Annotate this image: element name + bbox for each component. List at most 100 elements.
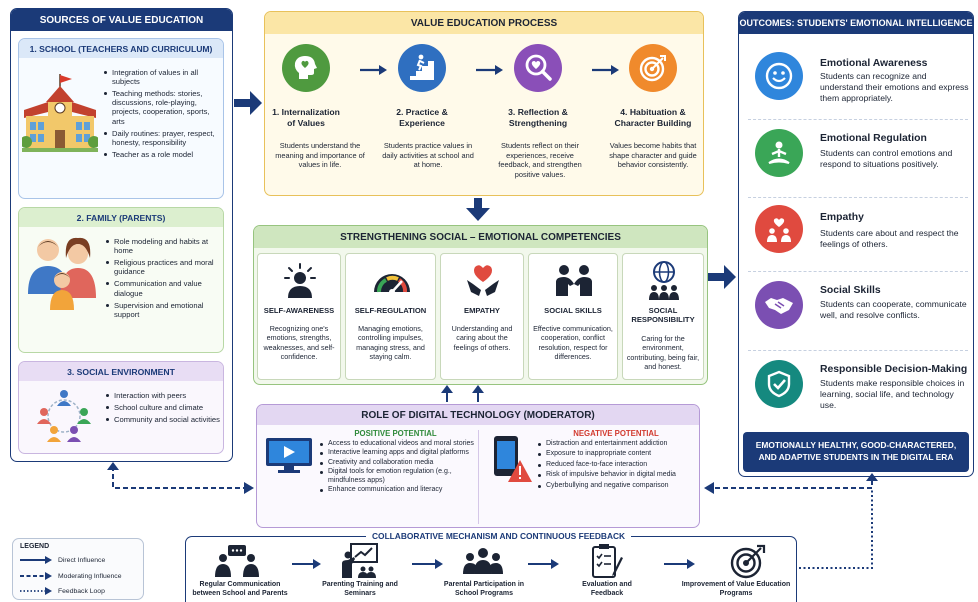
competency-title: SELF-AWARENESS bbox=[263, 306, 335, 315]
list-item: Access to educational videos and moral s… bbox=[320, 440, 476, 448]
social-environment-title: 3. SOCIAL ENVIRONMENT bbox=[19, 362, 223, 381]
outcomes-footer: EMOTIONALLY HEALTHY, GOOD-CHARACTERED, A… bbox=[743, 432, 969, 472]
list-item: Community and social activities bbox=[106, 415, 222, 424]
list-item: Interaction with peers bbox=[106, 391, 222, 400]
smile-icon bbox=[755, 52, 803, 100]
list-item: School culture and climate bbox=[106, 403, 222, 412]
outcome-desc: Students care about and respect the feel… bbox=[820, 228, 959, 250]
outcomes-divider bbox=[748, 119, 968, 120]
chat-people-icon bbox=[215, 545, 259, 577]
sources-title: SOURCES OF VALUE EDUCATION bbox=[11, 9, 232, 31]
competencies-title: STRENGTHENING SOCIAL – EMOTIONAL COMPETE… bbox=[254, 226, 707, 248]
competency-title: EMPATHY bbox=[464, 306, 500, 315]
process-step-title: 4. Habituation & Character Building bbox=[614, 107, 692, 128]
competency-desc: Managing emotions, controlling impulses,… bbox=[356, 324, 425, 362]
divider bbox=[478, 430, 479, 524]
competency-desc: Caring for the environment, contributing… bbox=[626, 334, 700, 372]
list-item: Integration of values in all subjects bbox=[104, 68, 222, 86]
competency-card: SELF-REGULATION Managing emotions, contr… bbox=[345, 253, 436, 380]
school-building-icon bbox=[22, 74, 98, 152]
feedback-step-label: Evaluation and Feedback bbox=[582, 581, 632, 597]
process-step-title: 1. Internalization of Values bbox=[272, 107, 340, 128]
outcomes-divider bbox=[748, 197, 968, 198]
list-item: Digital tools for emotion regulation (e.… bbox=[320, 468, 476, 485]
process-step-title: 2. Practice & Experience bbox=[396, 107, 448, 128]
legend-label: Direct Influence bbox=[58, 557, 106, 564]
list-item: Supervision and emotional support bbox=[106, 301, 222, 319]
competency-title: SOCIAL SKILLS bbox=[544, 306, 602, 315]
school-list: Integration of values in all subjects Te… bbox=[104, 68, 222, 162]
competency-desc: Understanding and caring about the feeli… bbox=[451, 324, 513, 352]
digital-title: ROLE OF DIGITAL TECHNOLOGY (MODERATOR) bbox=[257, 405, 699, 425]
community-icon bbox=[37, 390, 91, 442]
competency-card: SOCIAL SKILLS Effective communication, c… bbox=[528, 253, 618, 380]
list-item: Creativity and collaboration media bbox=[320, 459, 476, 467]
negative-title: NEGATIVE POTENTIAL bbox=[573, 429, 659, 438]
magnifier-heart-icon bbox=[514, 44, 562, 92]
checklist-icon bbox=[592, 544, 623, 578]
person-glow-icon bbox=[284, 263, 316, 298]
list-item: Risk of impulsive behavior in digital me… bbox=[538, 471, 696, 479]
list-item: Interactive learning apps and digital pl… bbox=[320, 449, 476, 457]
legend-label: Moderating Influence bbox=[58, 573, 122, 580]
feedback-arrows bbox=[292, 559, 695, 569]
list-item: Exposure to inappropriate content bbox=[538, 450, 696, 458]
process-step-title: 3. Reflection & Strengthening bbox=[508, 107, 568, 128]
competency-card: EMPATHY Understanding and caring about t… bbox=[440, 253, 524, 380]
feedback-title: COLLABORATIVE MECHANISM AND CONTINUOUS F… bbox=[366, 531, 632, 541]
presentation-icon bbox=[342, 543, 378, 578]
gauge-icon bbox=[374, 274, 410, 295]
process-panel: VALUE EDUCATION PROCESS bbox=[264, 11, 704, 196]
outcomes-title: OUTCOMES: STUDENTS' EMOTIONAL INTELLIGEN… bbox=[739, 12, 973, 34]
process-step-desc: Students reflect on their experiences, r… bbox=[498, 141, 582, 179]
outcome-desc: Students can recognize and understand th… bbox=[820, 71, 969, 104]
feedback-step-label: Parenting Training and Seminars bbox=[322, 581, 398, 597]
group-icon bbox=[463, 548, 503, 574]
family-icon bbox=[28, 237, 96, 310]
feedback-step-label: Parental Participation in School Program… bbox=[443, 581, 525, 597]
negative-list: Distraction and entertainment addiction … bbox=[538, 440, 696, 492]
head-heart-icon bbox=[282, 44, 330, 92]
shield-check-icon bbox=[755, 360, 803, 408]
outcome-title: Empathy bbox=[820, 212, 864, 223]
positive-title: POSITIVE POTENTIAL bbox=[354, 429, 437, 438]
people-talk-icon bbox=[556, 265, 592, 296]
competency-card: SELF-AWARENESS Recognizing one's emotion… bbox=[257, 253, 341, 380]
list-item: Communication and value dialogue bbox=[106, 279, 222, 298]
feedback-step-label: Improvement of Value Education Programs bbox=[681, 581, 791, 597]
meditation-icon bbox=[755, 129, 803, 177]
family-list: Role modeling and habits at home Religio… bbox=[106, 237, 222, 322]
list-item: Enhance communication and literacy bbox=[320, 486, 476, 494]
list-item: Reduced face-to-face interaction bbox=[538, 461, 696, 469]
legend-label: Feedback Loop bbox=[58, 588, 105, 595]
process-title: VALUE EDUCATION PROCESS bbox=[265, 12, 703, 34]
list-item: Distraction and entertainment addiction bbox=[538, 440, 696, 448]
target-icon bbox=[629, 44, 677, 92]
competency-desc: Recognizing one's emotions, strengths, w… bbox=[263, 324, 335, 362]
social-environment-list: Interaction with peers School culture an… bbox=[106, 391, 222, 427]
target-arrow-icon bbox=[730, 544, 766, 579]
list-item: Teaching methods: stories, discussions, … bbox=[104, 89, 222, 126]
list-item: Daily routines: prayer, respect, honesty… bbox=[104, 129, 222, 147]
video-monitor-icon bbox=[266, 438, 312, 473]
outcomes-divider bbox=[748, 271, 968, 272]
legend-swatches bbox=[20, 556, 52, 595]
feedback-step-label: Regular Communication between School and… bbox=[192, 581, 288, 597]
stairs-climb-icon bbox=[398, 44, 446, 92]
process-arrows bbox=[360, 65, 619, 75]
heart-people-icon bbox=[755, 205, 803, 253]
competency-desc: Effective communication, cooperation, co… bbox=[533, 324, 613, 362]
school-title: 1. SCHOOL (TEACHERS AND CURRICULUM) bbox=[19, 39, 223, 58]
hands-heart-icon bbox=[467, 265, 499, 296]
list-item: Role modeling and habits at home bbox=[106, 237, 222, 255]
outcome-title: Social Skills bbox=[820, 285, 881, 296]
positive-list: Access to educational videos and moral s… bbox=[320, 440, 476, 495]
competency-title: SOCIAL RESPONSIBILITY bbox=[631, 306, 695, 325]
competency-card: SOCIAL RESPONSIBILITY Caring for the env… bbox=[622, 253, 704, 380]
legend-title: LEGEND bbox=[20, 543, 50, 550]
list-item: Cyberbullying and negative comparison bbox=[538, 482, 696, 490]
legend-box bbox=[12, 538, 144, 600]
outcome-title: Emotional Awareness bbox=[820, 58, 928, 69]
outcomes-divider bbox=[748, 350, 968, 351]
family-title: 2. FAMILY (PARENTS) bbox=[19, 208, 223, 227]
